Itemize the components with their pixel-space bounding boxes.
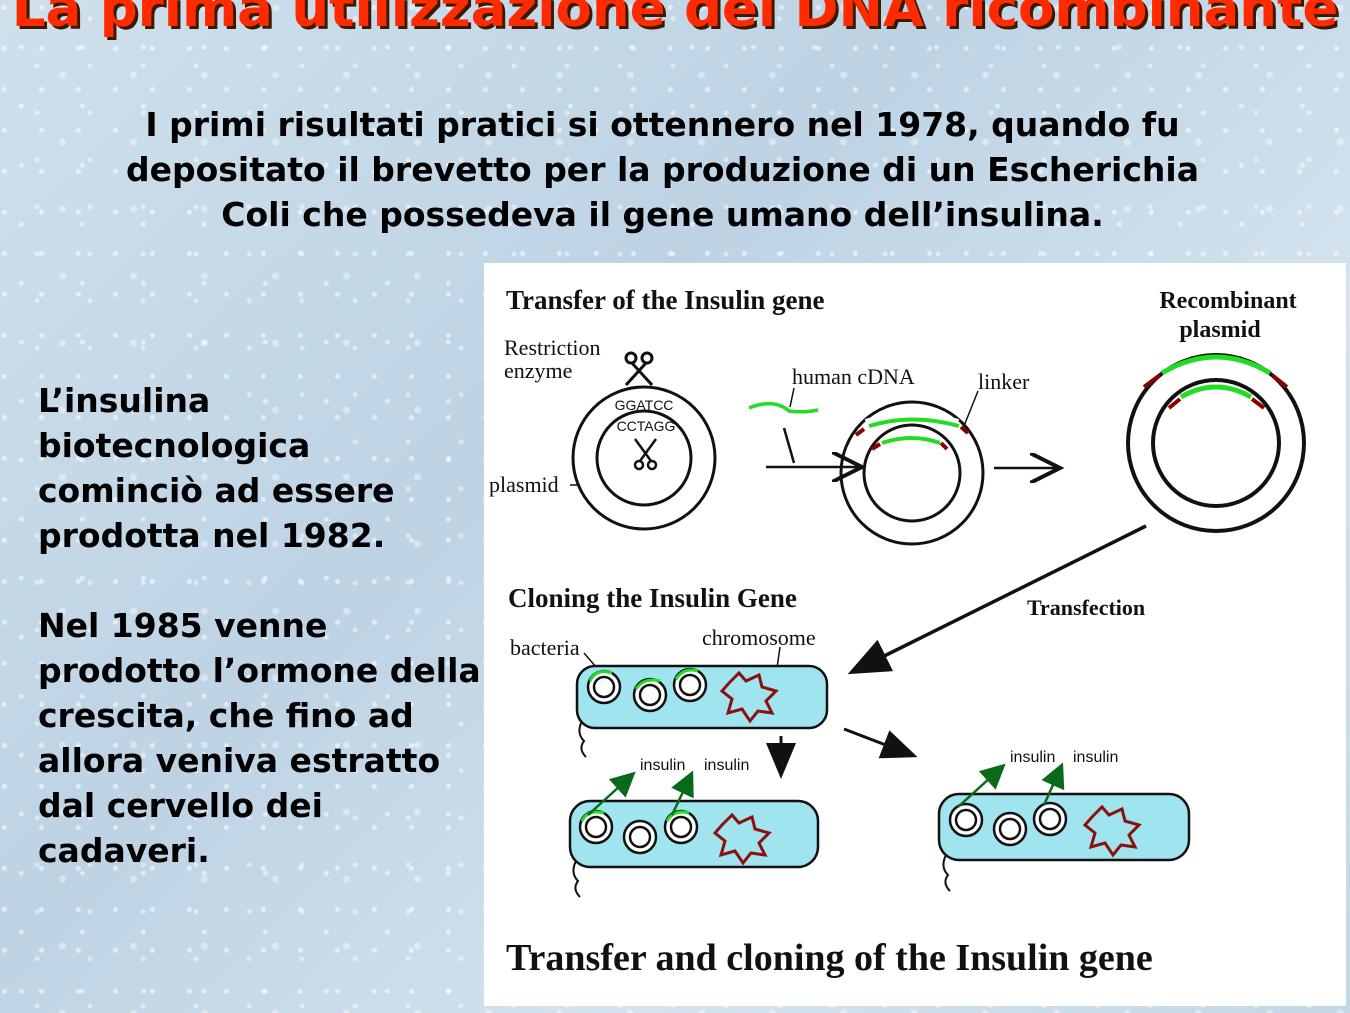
seq-bottom: CCTAGG xyxy=(617,418,676,434)
label-insulin-b2: insulin xyxy=(1073,749,1118,766)
paragraph-growth-hormone: Nel 1985 venne prodotto l’ormone della c… xyxy=(38,606,481,870)
scissors-icon xyxy=(624,351,654,387)
cdna-pointer xyxy=(789,387,795,408)
arrow-diagonal-division xyxy=(843,727,918,759)
seq-top: GGATCC xyxy=(615,397,674,413)
heading-transfer: Transfer of the Insulin gene xyxy=(506,285,825,315)
bacterium-daughter-b xyxy=(937,792,1191,892)
recombinant-linker-3 xyxy=(1167,397,1182,410)
intro-text: I primi risultati pratici si ottennero n… xyxy=(125,105,1200,234)
figure-caption: Transfer and cloning of the Insulin gene xyxy=(506,937,1153,979)
insulin-arrow-a2 xyxy=(670,770,694,816)
plasmid-inner-ring xyxy=(595,409,693,507)
label-insulin-b1: insulin xyxy=(1010,749,1055,766)
recombinant-linker-4 xyxy=(1250,397,1266,410)
label-insulin-a2: insulin xyxy=(704,757,749,774)
recombinant-linker-1 xyxy=(1142,373,1162,389)
recombinant-linker-2 xyxy=(1270,373,1289,389)
insulin-arrow-b1 xyxy=(957,763,1006,808)
heading-cloning: Cloning the Insulin Gene xyxy=(508,583,797,613)
linker-mark-4 xyxy=(939,441,949,451)
cdna-fragment xyxy=(748,401,819,414)
linker-mark-2 xyxy=(959,425,970,435)
plasmid2-inner xyxy=(862,423,962,523)
paragraph-insulin: L’insulina biotecnologica cominciò ad es… xyxy=(38,381,395,555)
label-restriction-2: enzyme xyxy=(504,358,572,383)
insulin-gene-figure: Transfer of the Insulin gene Recombinant… xyxy=(484,263,1346,1006)
recombinant-inner xyxy=(1151,378,1281,508)
label-linker: linker xyxy=(978,369,1030,394)
insert-line xyxy=(782,427,796,464)
label-insulin-a1: insulin xyxy=(640,757,685,774)
plasmid2-gap xyxy=(864,412,960,427)
figure-diagram: Transfer of the Insulin gene Recombinant… xyxy=(489,285,1306,979)
label-restriction-1: Restriction xyxy=(504,335,601,360)
linker-pointer xyxy=(963,390,979,427)
label-plasmid: plasmid xyxy=(489,472,559,497)
label-chromosome: chromosome xyxy=(702,625,816,650)
label-human-cdna: human cDNA xyxy=(792,364,915,389)
slide-title: La prima utilizzazione del DNA ricombina… xyxy=(11,0,1339,39)
label-transfection: Transfection xyxy=(1027,595,1145,620)
plasmid2-outer xyxy=(839,400,985,546)
label-bacteria: bacteria xyxy=(510,635,580,660)
recombinant-cdna-inner xyxy=(1179,384,1253,400)
insulin-arrow-b2 xyxy=(1041,762,1065,806)
linker-mark-3 xyxy=(870,442,882,451)
bacterium-daughter-a xyxy=(568,799,820,898)
recombinant-cdna-outer xyxy=(1160,354,1272,376)
plasmid2-cdna-outer xyxy=(868,417,960,428)
scissors-small-icon xyxy=(633,438,658,471)
bacterium-parent xyxy=(575,664,829,758)
bacteria-pointer xyxy=(583,652,597,668)
plasmid2-cdna-inner xyxy=(881,436,941,445)
label-recombinant-1: Recombinant xyxy=(1159,288,1296,314)
transfection-arrow xyxy=(847,524,1147,675)
label-recombinant-2: plasmid xyxy=(1179,317,1261,343)
linker-mark-1 xyxy=(854,427,866,437)
left-text-block: L’insulina biotecnologica cominciò ad es… xyxy=(38,378,483,918)
insulin-arrow-a1 xyxy=(587,771,636,816)
plasmid-outer-ring xyxy=(571,385,717,531)
